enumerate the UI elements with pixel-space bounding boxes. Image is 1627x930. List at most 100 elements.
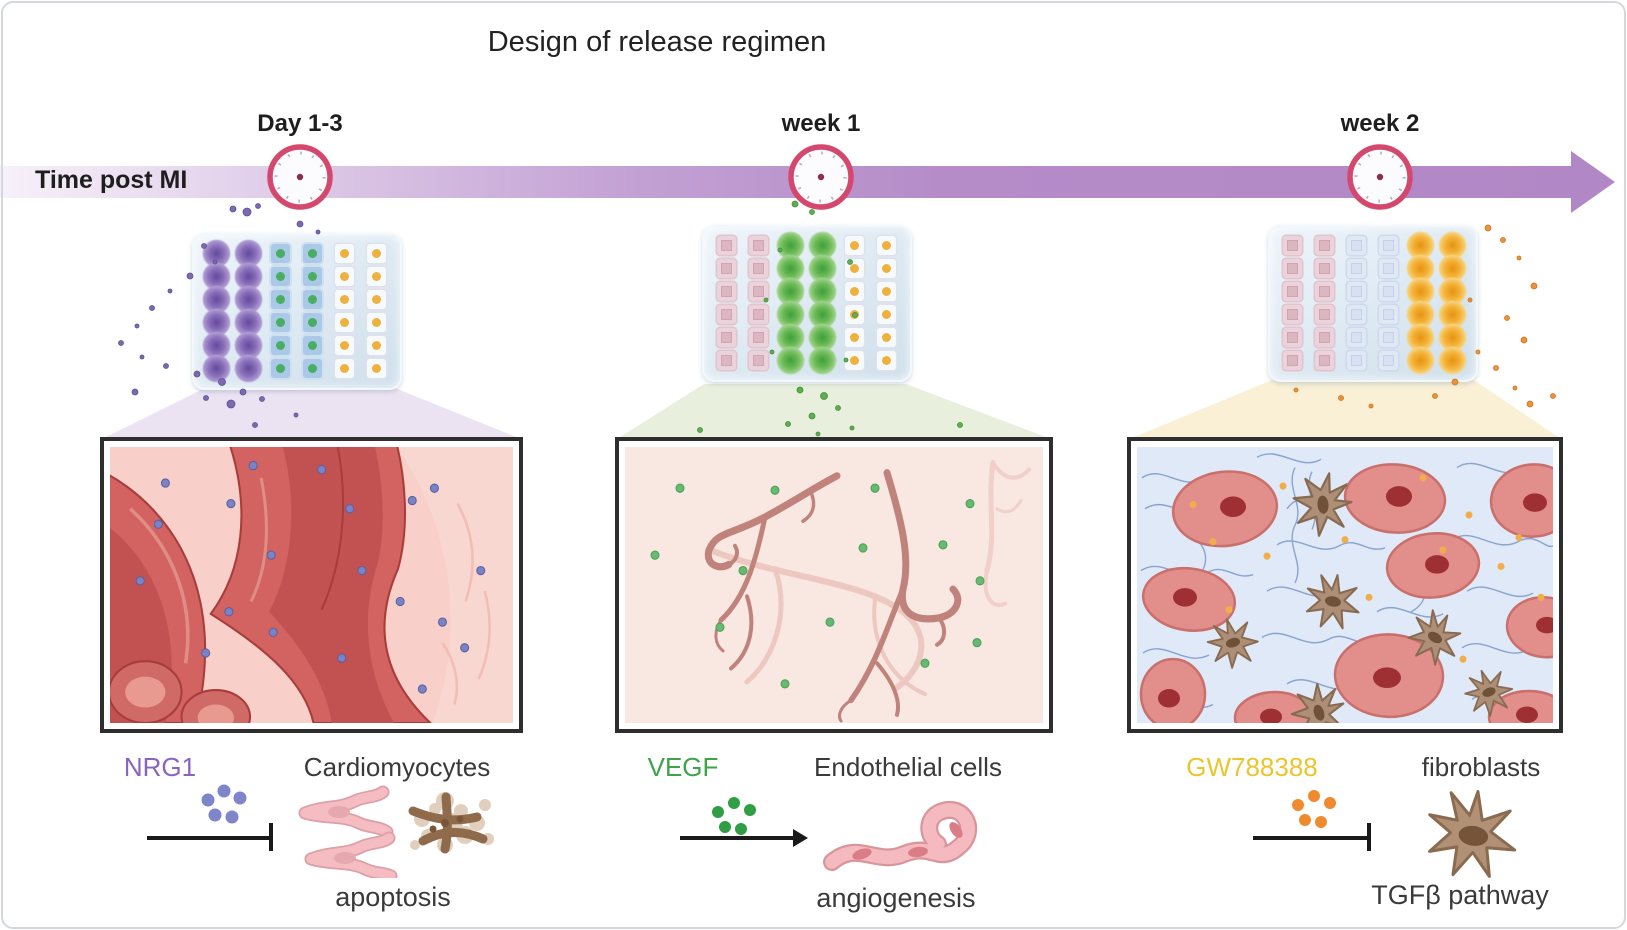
- well-active-orange: [1438, 323, 1467, 352]
- well-plate-week1: [702, 225, 912, 382]
- well-loaded-yellow: [335, 313, 354, 332]
- well-active-orange: [1406, 277, 1435, 306]
- well-loaded-yellow: [335, 290, 354, 309]
- inhibition-arrow-line: [147, 836, 272, 840]
- molecule-label-vegf: VEGF: [647, 752, 719, 782]
- molecule-label-nrg1: NRG1: [123, 752, 197, 782]
- milestone-label-day1-3: Day 1-3: [257, 110, 343, 137]
- gw788388-dots-icon: [1292, 790, 1336, 828]
- well-spent-pink: [1315, 328, 1334, 347]
- well-loaded-yellow: [335, 336, 354, 355]
- well-loaded-blue: [303, 267, 322, 286]
- well-spent-pink: [749, 259, 768, 278]
- clock-icon: [1347, 144, 1413, 210]
- well-loaded-yellow: [845, 259, 864, 278]
- well-spent-blue: [1379, 305, 1398, 324]
- well-plate-week2: [1268, 225, 1478, 382]
- well-loaded-blue: [271, 336, 290, 355]
- target-label-cardiomyocytes: Cardiomyocytes: [303, 752, 491, 782]
- blood-vessels-illustration: [625, 447, 1043, 723]
- well-active-orange: [1438, 231, 1467, 260]
- well-spent-blue: [1379, 259, 1398, 278]
- fibrotic-tissue-illustration: [1137, 447, 1553, 723]
- well-loaded-blue: [303, 359, 322, 378]
- well-loaded-blue: [271, 267, 290, 286]
- well-active-purple: [234, 354, 263, 383]
- well-loaded-blue: [303, 290, 322, 309]
- well-active-purple: [202, 354, 231, 383]
- well-active-green: [808, 300, 837, 329]
- well-active-green: [808, 323, 837, 352]
- well-loaded-yellow: [877, 236, 896, 255]
- well-spent-blue: [1379, 236, 1398, 255]
- well-spent-pink: [1283, 328, 1302, 347]
- fibroblast-cells: [1206, 472, 1514, 723]
- well-spent-pink: [717, 328, 736, 347]
- well-loaded-blue: [271, 313, 290, 332]
- well-active-orange: [1438, 346, 1467, 375]
- well-active-purple: [234, 308, 263, 337]
- well-spent-pink: [717, 259, 736, 278]
- well-loaded-yellow: [367, 359, 386, 378]
- well-spent-pink: [1283, 282, 1302, 301]
- well-loaded-blue: [303, 313, 322, 332]
- panel-fibrosis: [1127, 437, 1563, 733]
- well-spent-pink: [749, 351, 768, 370]
- nrg1-particles-in-tissue: [135, 460, 486, 694]
- well-spent-blue: [1379, 282, 1398, 301]
- process-label-apoptosis: apoptosis: [335, 882, 451, 912]
- panel-vessels: [615, 437, 1053, 733]
- well-spent-blue: [1379, 328, 1398, 347]
- well-loaded-yellow: [877, 328, 896, 347]
- well-active-orange: [1406, 323, 1435, 352]
- well-active-green: [808, 346, 837, 375]
- well-loaded-yellow: [367, 267, 386, 286]
- well-loaded-blue: [271, 244, 290, 263]
- process-label-angiogenesis: angiogenesis: [816, 883, 976, 913]
- well-active-orange: [1406, 254, 1435, 283]
- well-spent-pink: [749, 305, 768, 324]
- well-active-orange: [1406, 346, 1435, 375]
- well-loaded-yellow: [845, 305, 864, 324]
- activation-arrow-line: [680, 836, 796, 840]
- well-loaded-yellow: [845, 351, 864, 370]
- target-label-endothelial-cells: Endothelial cells: [814, 752, 1002, 782]
- well-loaded-yellow: [845, 282, 864, 301]
- well-spent-pink: [1315, 282, 1334, 301]
- myocardium-illustration: [110, 447, 513, 723]
- molecule-label-gw788388: GW788388: [1186, 752, 1318, 782]
- well-spent-pink: [1283, 236, 1302, 255]
- milestone-label-week1: week 1: [781, 110, 861, 137]
- well-spent-pink: [1315, 259, 1334, 278]
- well-active-orange: [1438, 300, 1467, 329]
- well-spent-blue: [1379, 351, 1398, 370]
- timeline-band: [0, 166, 1573, 198]
- well-active-orange: [1406, 231, 1435, 260]
- well-spent-pink: [1283, 259, 1302, 278]
- well-spent-pink: [1283, 351, 1302, 370]
- well-spent-blue: [1347, 351, 1366, 370]
- well-spent-pink: [1315, 305, 1334, 324]
- well-loaded-yellow: [877, 282, 896, 301]
- inhibition-arrow-bar: [1367, 823, 1371, 851]
- well-active-purple: [202, 308, 231, 337]
- well-loaded-yellow: [367, 336, 386, 355]
- well-active-orange: [1406, 300, 1435, 329]
- well-spent-pink: [749, 236, 768, 255]
- well-active-green: [808, 231, 837, 260]
- well-active-orange: [1438, 277, 1467, 306]
- well-loaded-yellow: [877, 305, 896, 324]
- well-spent-pink: [717, 351, 736, 370]
- vegf-particles-in-tissue: [650, 483, 985, 689]
- endothelial-cells-icon: [823, 801, 978, 871]
- well-loaded-yellow: [877, 259, 896, 278]
- nrg1-dots-icon: [201, 784, 247, 824]
- well-active-green: [808, 277, 837, 306]
- well-loaded-blue: [271, 290, 290, 309]
- well-loaded-yellow: [845, 236, 864, 255]
- activation-arrow-head: [793, 829, 808, 847]
- well-spent-pink: [717, 236, 736, 255]
- clock-icon: [267, 144, 333, 210]
- well-active-green: [776, 323, 805, 352]
